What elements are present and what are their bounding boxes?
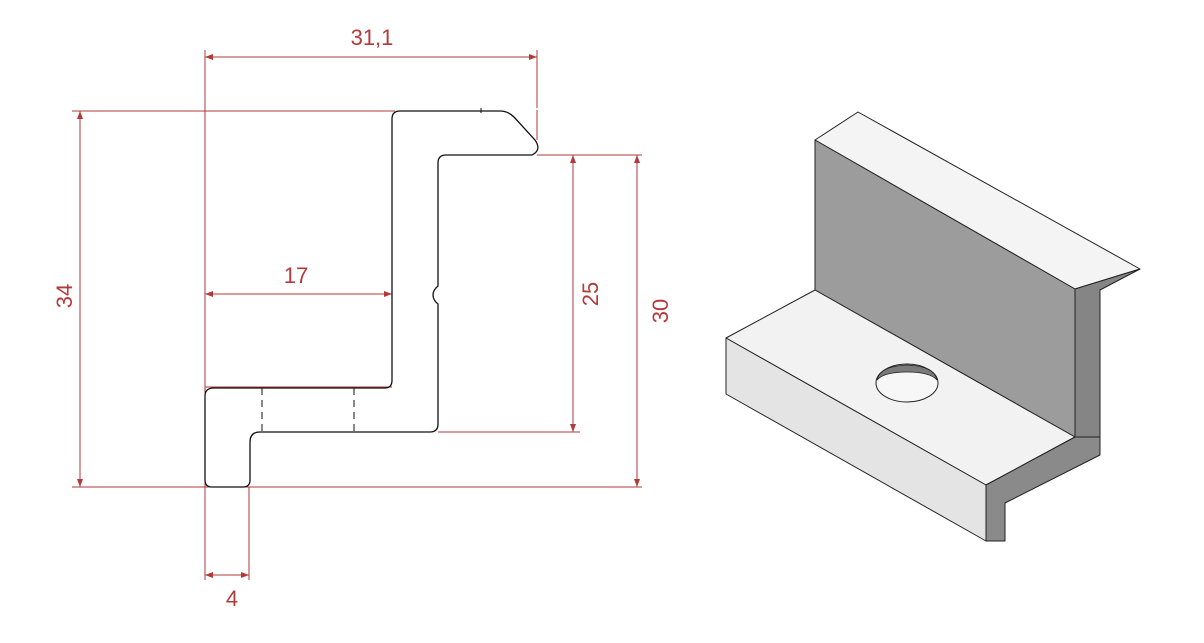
hidden-hole-lines xyxy=(261,388,355,432)
dim-right-height-label: 30 xyxy=(648,299,673,323)
dim-34-arrow-top xyxy=(77,111,83,119)
dim-overall-width-label: 31,1 xyxy=(351,25,394,50)
base-end-face xyxy=(985,436,1101,542)
profile-view: 31,1 17 4 34 25 30 xyxy=(52,25,673,611)
dim-34-arrow-bottom xyxy=(77,479,83,487)
dim-25-arrow-top xyxy=(570,155,576,163)
dim-wall-height-label: 25 xyxy=(578,282,603,306)
dimension-lines xyxy=(72,50,642,580)
dimension-labels: 31,1 17 4 34 25 30 xyxy=(52,25,673,611)
dim-31-arrow-left xyxy=(205,54,213,60)
isometric-view xyxy=(725,111,1141,542)
dim-4-arrow-right xyxy=(241,572,249,578)
dim-inner-width-label: 17 xyxy=(284,263,308,288)
dim-25-arrow-bottom xyxy=(570,424,576,432)
dim-4-arrow-left xyxy=(205,572,213,578)
dim-30-arrow-bottom xyxy=(634,479,640,487)
mounting-hole-inner-wall xyxy=(876,364,938,381)
dim-foot-width-label: 4 xyxy=(226,586,238,611)
dim-overall-height-label: 34 xyxy=(52,284,77,308)
dim-17-arrow-left xyxy=(205,291,213,297)
profile-outline xyxy=(204,110,539,488)
dim-31-arrow-right xyxy=(529,54,537,60)
wall-end-face xyxy=(1074,268,1141,438)
dim-30-arrow-top xyxy=(634,155,640,163)
dim-17-arrow-right xyxy=(384,291,392,297)
